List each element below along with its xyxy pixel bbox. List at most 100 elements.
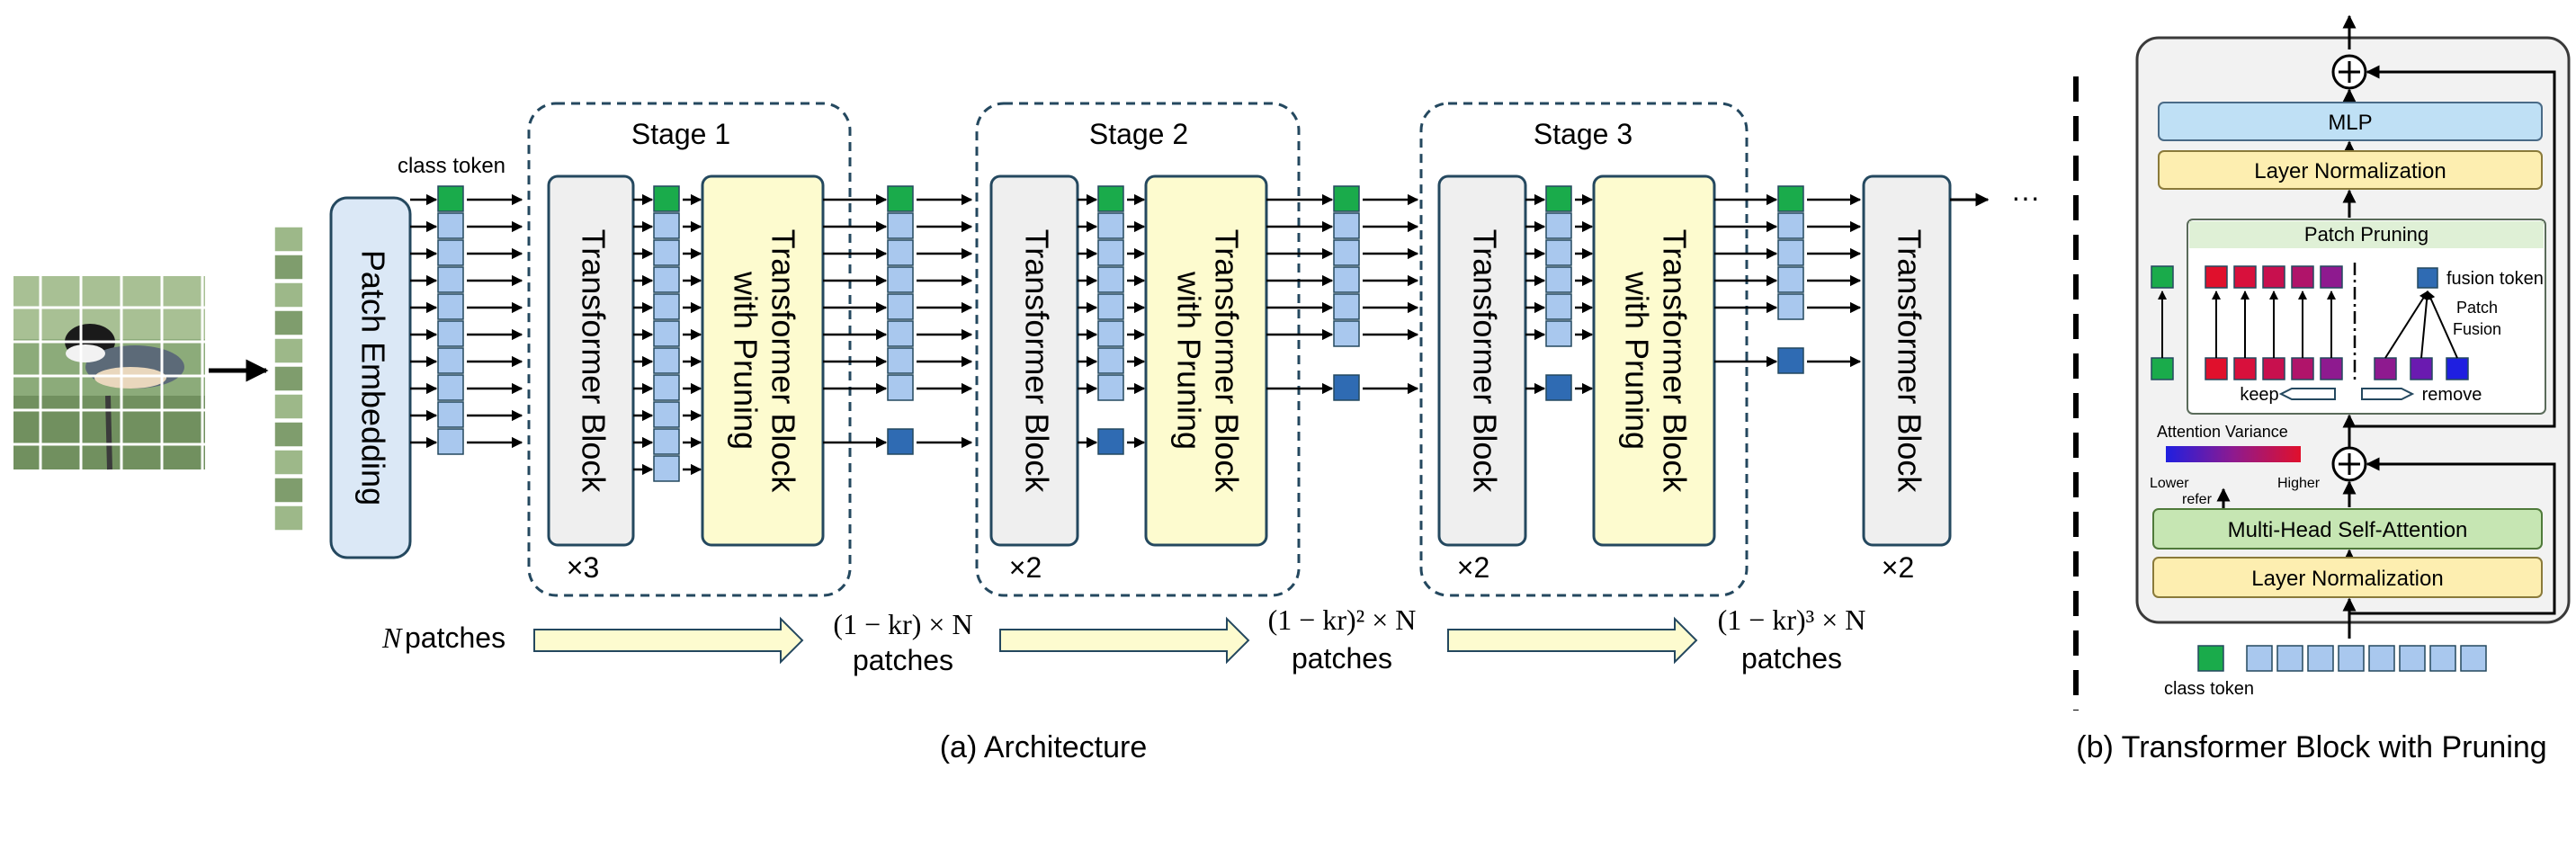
mlp-label: MLP bbox=[2328, 111, 2372, 135]
stage3-mid-col-patch-token bbox=[1545, 320, 1572, 347]
embed-col-patch-token bbox=[437, 239, 464, 266]
input-token-row bbox=[2197, 645, 2487, 672]
embed-col-class-token bbox=[437, 185, 464, 212]
kept-token-top bbox=[2233, 265, 2257, 289]
stage2-out-col-fusion-token bbox=[1333, 374, 1360, 401]
embed-col-patch-token bbox=[437, 266, 464, 293]
patch-count-3-unit: patches bbox=[1741, 642, 1842, 675]
input-class-token-label: class token bbox=[2164, 679, 2254, 699]
patch-embedding-label: Patch Embedding bbox=[354, 250, 391, 505]
patch-count-1-formula: (1 − kr) × N bbox=[833, 608, 972, 640]
stage2-out-col-patch-token bbox=[1333, 212, 1360, 239]
token-layer bbox=[410, 185, 1862, 482]
stage1-out-col-patch-token bbox=[887, 239, 914, 266]
kept-token-top bbox=[2205, 265, 2228, 289]
patch-embedding-block bbox=[329, 196, 412, 559]
patch-tile bbox=[273, 505, 304, 532]
higher-label: Higher bbox=[2277, 476, 2321, 491]
stage1-out-col-patch-token bbox=[887, 212, 914, 239]
prune-class-token-top bbox=[2151, 265, 2174, 289]
patch-fusion-label-2: Fusion bbox=[2453, 320, 2501, 338]
fusion-token-label: fusion token bbox=[2446, 269, 2544, 289]
stage-1-transformer-block-label: Transformer Block bbox=[575, 229, 612, 494]
stage-2-repeat: ×2 bbox=[1009, 551, 1042, 584]
stage2-out-col-patch-token bbox=[1333, 320, 1360, 347]
input-patch-token bbox=[2307, 645, 2334, 672]
stage1-mid-col-patch-token bbox=[653, 401, 680, 428]
patch-count-row: N patches (1 − kr) × N patches (1 − kr)²… bbox=[381, 603, 1865, 676]
stage-3-pruning-label-1: Transformer Block bbox=[1656, 229, 1693, 494]
stage3-mid-col-patch-token bbox=[1545, 212, 1572, 239]
mhsa-block bbox=[2152, 508, 2543, 550]
class-token-label: class token bbox=[398, 154, 505, 178]
patch-pruning-content bbox=[2151, 263, 2469, 381]
refer-label: refer bbox=[2182, 492, 2213, 507]
patch-tile bbox=[273, 226, 304, 253]
input-patch-token bbox=[2338, 645, 2365, 672]
caption-pruning-block: (b) Transformer Block with Pruning bbox=[2076, 730, 2546, 764]
input-patch-token bbox=[2399, 645, 2426, 672]
patch-tile bbox=[273, 309, 304, 336]
stage2-out-col-class-token bbox=[1333, 185, 1360, 212]
stage2-mid-col-patch-token bbox=[1097, 266, 1124, 293]
remove-arrow-icon bbox=[2361, 388, 2415, 400]
mlp-block bbox=[2158, 102, 2543, 141]
stage1-out-col-class-token bbox=[887, 185, 914, 212]
stage1-mid-col-patch-token bbox=[653, 428, 680, 455]
stage3-out-col-patch-token bbox=[1777, 212, 1804, 239]
stage1-mid-col-patch-token bbox=[653, 455, 680, 482]
stage1-out-col-patch-token bbox=[887, 293, 914, 320]
stage-1-container bbox=[527, 102, 852, 597]
embed-col-patch-token bbox=[437, 320, 464, 347]
kept-token-top bbox=[2291, 265, 2314, 289]
stage-3-transformer-block bbox=[1437, 174, 1527, 547]
stage-3-repeat: ×2 bbox=[1457, 551, 1489, 584]
removed-token bbox=[2446, 357, 2469, 380]
patch-tile bbox=[273, 421, 304, 448]
stage3-mid-col-class-token bbox=[1545, 185, 1572, 212]
stage3-out-col-class-token bbox=[1777, 185, 1804, 212]
patch-fusion-label-1: Patch bbox=[2456, 299, 2498, 317]
stage1-out-col-patch-token bbox=[887, 320, 914, 347]
stage3-mid-col-patch-token bbox=[1545, 266, 1572, 293]
fusion-arrow bbox=[2384, 290, 2428, 359]
kept-token-bottom bbox=[2205, 357, 2228, 380]
stage-2-pruning-block bbox=[1144, 174, 1268, 547]
stage2-mid-col-patch-token bbox=[1097, 293, 1124, 320]
removed-token bbox=[2410, 357, 2433, 380]
patch-tile bbox=[273, 254, 304, 281]
patch-pruning-title: Patch Pruning bbox=[2304, 223, 2428, 246]
stage2-mid-col-patch-token bbox=[1097, 239, 1124, 266]
stage2-out-col-patch-token bbox=[1333, 239, 1360, 266]
embed-col-patch-token bbox=[437, 374, 464, 401]
ellipsis: ··· bbox=[2011, 181, 2040, 213]
reduction-arrow-1 bbox=[533, 616, 804, 665]
stage-1-pruning-label-2: with Pruning bbox=[727, 271, 764, 450]
stage1-out-col-fusion-token bbox=[887, 428, 914, 455]
stage-1-pruning-label-1: Transformer Block bbox=[765, 229, 801, 494]
input-patch-token bbox=[2368, 645, 2395, 672]
remove-label: remove bbox=[2422, 385, 2482, 405]
reduction-arrow-3 bbox=[1447, 616, 1698, 665]
patch-tile bbox=[273, 449, 304, 476]
stage2-mid-col-class-token bbox=[1097, 185, 1124, 212]
stage-2-transformer-block-label: Transformer Block bbox=[1018, 229, 1055, 494]
stage2-out-col-patch-token bbox=[1333, 266, 1360, 293]
stage1-mid-col-patch-token bbox=[653, 293, 680, 320]
layer-norm-bottom-block bbox=[2152, 557, 2543, 598]
embed-col-patch-token bbox=[437, 428, 464, 455]
stage3-out-col-patch-token bbox=[1777, 293, 1804, 320]
patch-tile bbox=[273, 477, 304, 504]
attention-variance-colorbar bbox=[2166, 446, 2301, 462]
kept-token-bottom bbox=[2291, 357, 2314, 380]
embed-col-patch-token bbox=[437, 212, 464, 239]
stage1-mid-col-patch-token bbox=[653, 374, 680, 401]
stage2-mid-col-patch-token bbox=[1097, 212, 1124, 239]
stage2-out-col-patch-token bbox=[1333, 293, 1360, 320]
final-transformer-block-label: Transformer Block bbox=[1891, 229, 1928, 494]
stage2-mid-col-patch-token bbox=[1097, 320, 1124, 347]
removed-token bbox=[2374, 357, 2397, 380]
input-patch-token bbox=[2460, 645, 2487, 672]
stage-2-title: Stage 2 bbox=[1089, 118, 1188, 150]
